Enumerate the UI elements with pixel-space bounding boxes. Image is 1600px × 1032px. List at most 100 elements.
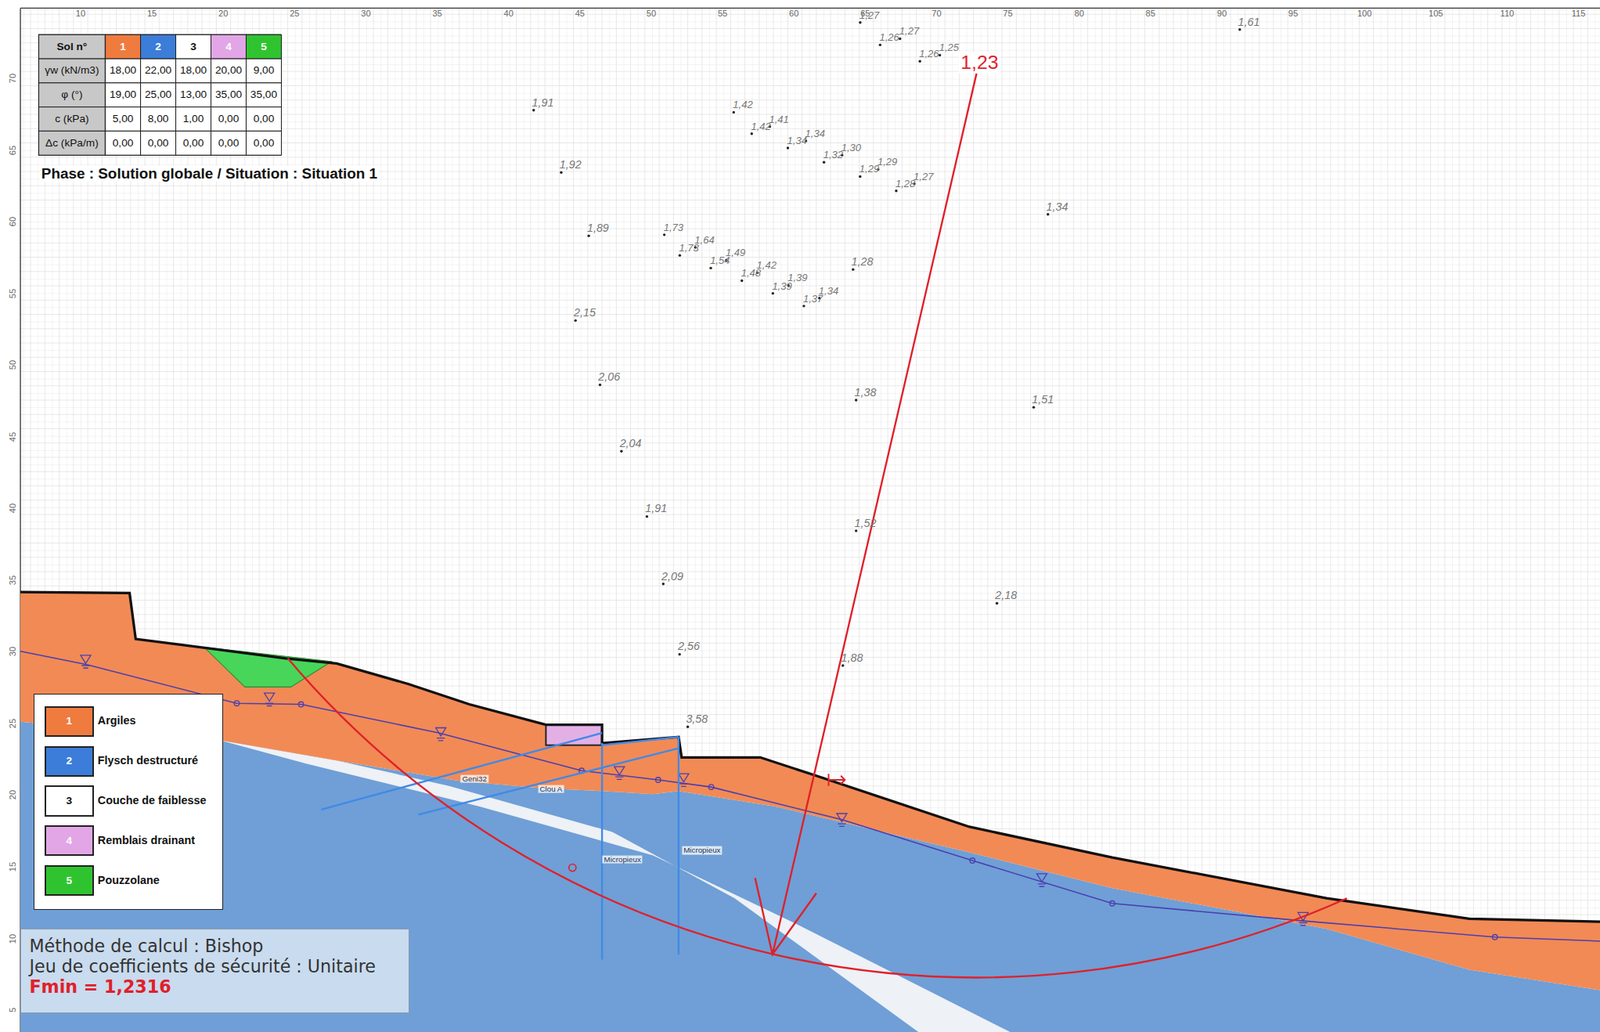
min-safety-factor: 1,23: [958, 51, 1000, 73]
table-cell-text: 20,00: [215, 64, 242, 77]
safety-factor: 1,92: [559, 158, 582, 172]
table-cell-text: 5,00: [112, 112, 134, 125]
axis-tick: 100: [1357, 8, 1372, 19]
search-point: [918, 60, 921, 63]
axis-tick: 90: [1217, 8, 1227, 19]
table-cell: [140, 34, 177, 59]
axis-tick: 85: [1145, 8, 1156, 19]
axis-tick: 45: [7, 432, 18, 442]
table-cell-text: 35,00: [250, 89, 278, 101]
axis-tick: 10: [75, 8, 86, 19]
safety-factor: 1,42: [750, 120, 771, 132]
table-cell-text: 0,00: [147, 136, 170, 149]
table-cell-text: 4: [225, 40, 232, 53]
reinforcement-label: Micropieux: [602, 854, 643, 864]
direction-mark: [828, 773, 846, 786]
safety-factor: 2,09: [661, 570, 684, 584]
axis-tick: 45: [575, 8, 585, 19]
search-point: [677, 652, 681, 656]
safety-factor: 1,42: [756, 259, 777, 271]
legend-swatch: 4: [44, 825, 94, 856]
search-point: [858, 21, 862, 24]
axis-tick: 75: [1002, 8, 1013, 19]
flysch-layer: [20, 721, 1600, 1032]
table-cell: [105, 107, 141, 132]
axis-tick: 5: [7, 1007, 18, 1013]
table-cell-text: 22,00: [144, 64, 172, 77]
table-cell: [211, 34, 247, 59]
search-point: [1238, 28, 1241, 31]
table-cell-text: 0,00: [112, 136, 134, 149]
safety-factor: 1,52: [854, 517, 876, 530]
axis-tick: 70: [7, 73, 18, 83]
search-point: [645, 515, 649, 518]
safety-factor: 1,42: [732, 99, 753, 111]
table-cell-text: 0,00: [218, 112, 240, 125]
safety-factor: 1,49: [725, 247, 746, 259]
table-cell-text: 1: [119, 40, 127, 53]
axis-tick: 20: [7, 789, 18, 800]
legend-number: 4: [66, 834, 73, 847]
safety-factor: 1,27: [899, 25, 919, 37]
search-point: [854, 529, 858, 532]
search-point: [894, 189, 898, 192]
ground-surface: [20, 591, 1600, 922]
search-point: [1032, 405, 1035, 408]
table-cell: [105, 82, 141, 108]
search-point: [559, 171, 563, 174]
reinforcement-label: Clou A: [538, 784, 565, 793]
search-point: [732, 111, 736, 114]
table-cell-text: 18,00: [180, 64, 207, 77]
method-text: Jeu de coefficients de sécurité : Unitai…: [28, 955, 401, 977]
axis-tick: 25: [289, 8, 300, 19]
safety-factor: 1,28: [895, 177, 916, 189]
safety-factor: 1,38: [854, 386, 876, 400]
axis-tick: 95: [1288, 8, 1298, 19]
search-point: [598, 383, 602, 386]
result-text: Fmin = 1,2316: [28, 976, 401, 997]
search-point: [1046, 212, 1049, 216]
safety-factor: 1,32: [823, 149, 844, 161]
table-cell: [140, 82, 177, 108]
legend-number: 5: [66, 874, 73, 887]
search-point: [619, 450, 623, 453]
safety-factor: 1,27: [913, 170, 934, 182]
table-cell-text: 5: [260, 40, 267, 53]
table-cell-text: 35,00: [215, 89, 242, 101]
table-cell-text: 25,00: [144, 89, 172, 101]
safety-factor: 2,18: [994, 589, 1017, 602]
search-point: [851, 267, 855, 271]
safety-factor: 1,26: [918, 48, 939, 60]
search-point: [858, 175, 862, 178]
safety-factor: 1,88: [841, 652, 864, 665]
legend-box: 1Argiles2Flysch destructuré3Couche de fa…: [33, 693, 224, 910]
axis-tick: 80: [1073, 8, 1084, 19]
table-cell-text: γw (kN/m3): [44, 64, 99, 77]
table-cell-text: 0,00: [218, 136, 240, 149]
safety-factor: 1,73: [663, 222, 684, 234]
legend-number: 1: [66, 715, 73, 728]
table-cell-text: 2: [154, 40, 162, 53]
table-cell: [211, 58, 247, 83]
table-cell-text: c (kPa): [54, 112, 89, 125]
legend-text: Remblais drainant: [97, 834, 195, 847]
table-cell: [176, 58, 212, 83]
search-point: [841, 663, 844, 667]
table-cell-text: 8,00: [147, 112, 170, 125]
axis-tick: 55: [7, 288, 18, 299]
table-cell: [105, 58, 141, 83]
table-cell: [176, 130, 212, 155]
safety-factor: 2,56: [677, 641, 700, 654]
search-point: [995, 601, 999, 605]
slip-circle: [288, 658, 1348, 978]
grid: [20, 7, 1600, 1032]
table-cell: [39, 34, 106, 59]
dynamic-layer: [39, 21, 1242, 728]
method-text: Méthode de calcul : Bishop: [28, 935, 401, 956]
safety-factor: 1,29: [859, 163, 880, 175]
legend-text: Argiles: [97, 714, 137, 728]
axis-tick: 10: [7, 933, 18, 943]
table-cell-text: φ (°): [61, 89, 83, 101]
table-cell: [211, 107, 247, 132]
